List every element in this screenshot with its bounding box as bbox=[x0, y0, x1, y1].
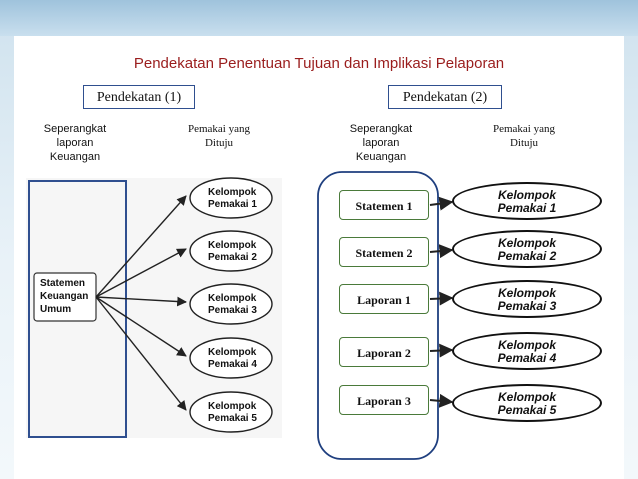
header-line: Seperangkat bbox=[349, 123, 413, 135]
right-group-4: Kelompok Pemakai 4 bbox=[452, 332, 602, 370]
group-line: Pemakai 5 bbox=[208, 413, 257, 424]
report-box-report-1: Laporan 1 bbox=[339, 284, 429, 314]
arrow-report-1 bbox=[429, 196, 454, 211]
top-band bbox=[0, 0, 638, 36]
header-line: Keuangan bbox=[355, 151, 407, 163]
group-line: Pemakai 2 bbox=[208, 252, 257, 263]
group-line: Pemakai 3 bbox=[497, 299, 557, 313]
header-line: Pemakai yang bbox=[492, 123, 555, 135]
left-group-4 bbox=[189, 337, 273, 379]
approach-2-label: Pendekatan (2) bbox=[388, 85, 502, 109]
left-group-3 bbox=[189, 283, 273, 325]
left-header-target-users: Pemakai yang Dituju bbox=[168, 122, 270, 150]
header-line: Dituju bbox=[509, 137, 539, 149]
right-group-2: Kelompok Pemakai 2 bbox=[452, 230, 602, 268]
left-group-1 bbox=[189, 177, 273, 219]
left-group-5 bbox=[189, 391, 273, 433]
header-line: Dituju bbox=[204, 137, 234, 149]
report-box-statement-2: Statemen 2 bbox=[339, 237, 429, 267]
group-line: Kelompok bbox=[208, 347, 257, 358]
right-group-3: Kelompok Pemakai 3 bbox=[452, 280, 602, 318]
report-box-report-2: Laporan 2 bbox=[339, 337, 429, 367]
header-line: Seperangkat bbox=[43, 123, 107, 135]
group-line: Pemakai 4 bbox=[497, 351, 557, 365]
left-report-frame bbox=[28, 180, 127, 438]
group-line: Kelompok bbox=[497, 286, 556, 300]
group-line: Pemakai 2 bbox=[497, 249, 557, 263]
group-line: Pemakai 5 bbox=[497, 403, 557, 417]
group-line: Pemakai 1 bbox=[208, 199, 257, 210]
right-group-1: Kelompok Pemakai 1 bbox=[452, 182, 602, 220]
group-line: Kelompok bbox=[208, 401, 257, 412]
header-line: laporan bbox=[362, 137, 400, 149]
header-line: laporan bbox=[56, 137, 94, 149]
report-box-statement-1: Statemen 1 bbox=[339, 190, 429, 220]
header-line: Pemakai yang bbox=[187, 123, 250, 135]
arrow-to-group-1 bbox=[95, 195, 187, 298]
statement-line: Umum bbox=[40, 304, 71, 315]
group-line: Kelompok bbox=[497, 338, 556, 352]
group-line: Pemakai 4 bbox=[208, 359, 257, 370]
right-group-5: Kelompok Pemakai 5 bbox=[452, 384, 602, 422]
right-header-report-set: Seperangkat laporan Keuangan bbox=[333, 122, 429, 164]
arrow-report-4 bbox=[429, 343, 454, 358]
left-header-report-set: Seperangkat laporan Keuangan bbox=[31, 122, 119, 164]
arrow-report-2 bbox=[429, 244, 454, 259]
group-line: Kelompok bbox=[208, 240, 257, 251]
group-line: Kelompok bbox=[497, 188, 556, 202]
group-line: Pemakai 3 bbox=[208, 305, 257, 316]
group-line: Kelompok bbox=[497, 390, 556, 404]
arrow-to-group-4 bbox=[95, 296, 187, 357]
statement-line: Statemen bbox=[40, 278, 85, 289]
group-line: Kelompok bbox=[208, 187, 257, 198]
arrow-report-3 bbox=[429, 291, 454, 306]
arrow-report-5 bbox=[429, 393, 454, 408]
group-line: Pemakai 1 bbox=[497, 201, 557, 215]
right-header-target-users: Pemakai yang Dituju bbox=[472, 122, 576, 150]
arrow-to-group-3 bbox=[95, 296, 187, 307]
header-line: Keuangan bbox=[49, 151, 101, 163]
approach-1-label: Pendekatan (1) bbox=[83, 85, 195, 109]
group-line: Kelompok bbox=[497, 236, 556, 250]
left-group-2 bbox=[189, 230, 273, 272]
slide-title: Pendekatan Penentuan Tujuan dan Implikas… bbox=[133, 55, 505, 72]
group-line: Kelompok bbox=[208, 293, 257, 304]
arrow-to-group-2 bbox=[95, 248, 187, 298]
report-box-report-3: Laporan 3 bbox=[339, 385, 429, 415]
statement-line: Keuangan bbox=[40, 291, 88, 302]
arrow-to-group-5 bbox=[95, 296, 187, 411]
